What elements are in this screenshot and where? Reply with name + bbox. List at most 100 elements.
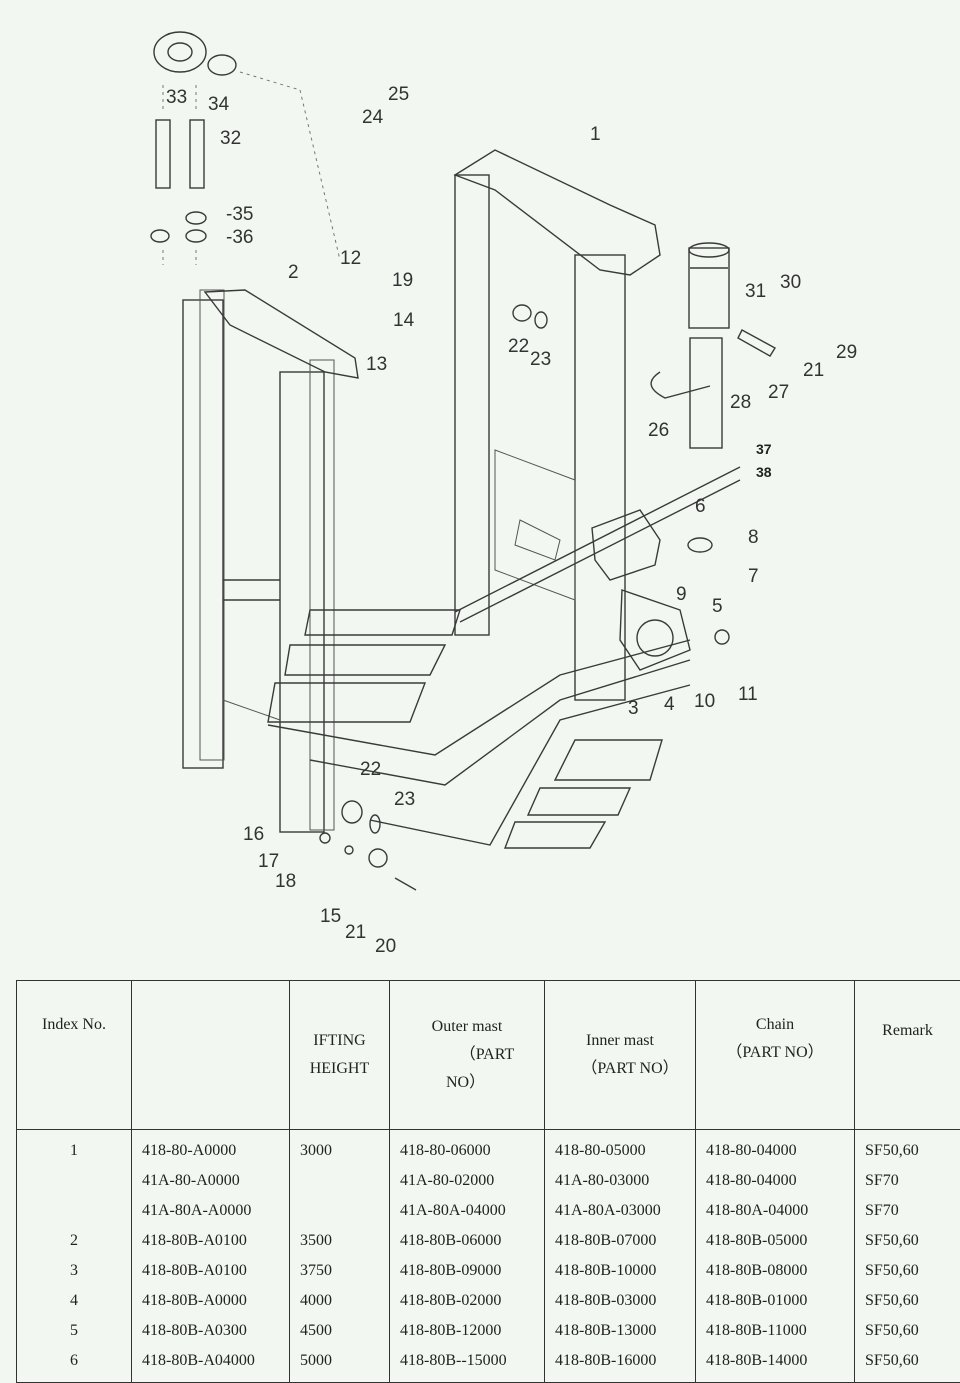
callout-21-right: 21	[803, 360, 824, 381]
callout-26: 26	[648, 420, 669, 441]
cell-lifting-height: 4000	[290, 1286, 390, 1316]
cell-outer-mast: 418-80B-06000	[390, 1226, 545, 1256]
lift-cylinder-drawing	[651, 243, 775, 448]
cell-remark: SF50,60	[855, 1346, 960, 1383]
callout-12: 12	[340, 248, 361, 269]
callout-32: 32	[220, 128, 241, 149]
parts-table: Index No. IFTING HEIGHT Outer mast （PART…	[16, 980, 960, 1383]
cell-outer-mast: 418-80B--15000	[390, 1346, 545, 1383]
header-index: Index No.	[17, 981, 132, 1130]
callout-5: 5	[712, 596, 723, 617]
cell-inner-mast: 41A-80-03000	[545, 1166, 696, 1196]
callout-33: 33	[166, 87, 187, 108]
callout-15: 15	[320, 906, 341, 927]
cell-model: 418-80B-A0100	[132, 1226, 290, 1256]
cell-lifting-height: 3000	[290, 1130, 390, 1167]
header-chain: Chain （PART NO）	[696, 981, 855, 1130]
callout-22-upper: 22	[508, 336, 529, 357]
chain-bracket-drawing	[592, 510, 729, 670]
cell-inner-mast: 418-80B-16000	[545, 1346, 696, 1383]
cell-remark: SF50,60	[855, 1286, 960, 1316]
callout-23-upper: 23	[530, 349, 551, 370]
cell-index: 3	[17, 1256, 132, 1286]
cell-inner-mast: 418-80-05000	[545, 1130, 696, 1167]
cell-lifting-height: 4500	[290, 1316, 390, 1346]
cell-outer-mast: 418-80B-02000	[390, 1286, 545, 1316]
cell-inner-mast: 418-80B-03000	[545, 1286, 696, 1316]
cell-model: 418-80B-A04000	[132, 1346, 290, 1383]
header-model	[132, 981, 290, 1130]
callout-21-bottom: 21	[345, 922, 366, 943]
cell-lifting-height	[290, 1196, 390, 1226]
cell-model: 418-80B-A0300	[132, 1316, 290, 1346]
cell-remark: SF50,60	[855, 1256, 960, 1286]
cell-remark: SF50,60	[855, 1316, 960, 1346]
callout-30: 30	[780, 272, 801, 293]
callout-16: 16	[243, 824, 264, 845]
cell-inner-mast: 41A-80A-03000	[545, 1196, 696, 1226]
exploded-mast-diagram: 1 2 3 4 5 6 7 8 9 10 11 12 13 14 15 16 1…	[0, 0, 960, 975]
callout-28: 28	[730, 392, 751, 413]
cell-index: 6	[17, 1346, 132, 1383]
cell-chain: 418-80-04000	[696, 1130, 855, 1167]
cell-index	[17, 1166, 132, 1196]
cell-index: 2	[17, 1226, 132, 1256]
cell-index: 4	[17, 1286, 132, 1316]
cell-lifting-height	[290, 1166, 390, 1196]
chain-outline-drawing	[268, 467, 740, 848]
cell-remark: SF70	[855, 1166, 960, 1196]
cell-remark: SF50,60	[855, 1130, 960, 1167]
cell-outer-mast: 418-80B-09000	[390, 1256, 545, 1286]
cell-chain: 418-80A-04000	[696, 1196, 855, 1226]
cell-model: 418-80B-A0000	[132, 1286, 290, 1316]
callout-2: 2	[288, 262, 299, 283]
callout-10: 10	[694, 691, 715, 712]
callout-4: 4	[664, 694, 675, 715]
header-inner-mast: Inner mast （PART NO）	[545, 981, 696, 1130]
cell-lifting-height: 5000	[290, 1346, 390, 1383]
callout-35: -35	[226, 204, 253, 225]
callout-9: 9	[676, 584, 687, 605]
header-outer-mast: Outer mast （PART NO）	[390, 981, 545, 1130]
callout-13: 13	[366, 354, 387, 375]
callout-37: 37	[756, 441, 772, 457]
cell-model: 41A-80A-A0000	[132, 1196, 290, 1226]
cell-inner-mast: 418-80B-13000	[545, 1316, 696, 1346]
callout-25: 25	[388, 84, 409, 105]
callout-8: 8	[748, 527, 759, 548]
callout-11: 11	[738, 684, 758, 705]
cell-lifting-height: 3500	[290, 1226, 390, 1256]
callout-29: 29	[836, 342, 857, 363]
cell-outer-mast: 418-80-06000	[390, 1130, 545, 1167]
table-header-row: Index No. IFTING HEIGHT Outer mast （PART…	[17, 981, 960, 1130]
cell-index: 5	[17, 1316, 132, 1346]
header-lifting-height: IFTING HEIGHT	[290, 981, 390, 1130]
callout-1: 1	[590, 124, 601, 145]
cell-inner-mast: 418-80B-10000	[545, 1256, 696, 1286]
cell-chain: 418-80B-01000	[696, 1286, 855, 1316]
cell-chain: 418-80B-08000	[696, 1256, 855, 1286]
cell-chain: 418-80B-05000	[696, 1226, 855, 1256]
part-callouts: 1 2 3 4 5 6 7 8 9 10 11 12 13 14 15 16 1…	[166, 84, 857, 957]
callout-36: -36	[226, 227, 253, 248]
cell-outer-mast: 41A-80A-04000	[390, 1196, 545, 1226]
cell-model: 418-80-A0000	[132, 1130, 290, 1167]
cell-index: 1	[17, 1130, 132, 1167]
cell-chain: 418-80-04000	[696, 1166, 855, 1196]
cell-outer-mast: 418-80B-12000	[390, 1316, 545, 1346]
inner-mast-drawing	[455, 150, 660, 700]
callout-27: 27	[768, 382, 789, 403]
cell-inner-mast: 418-80B-07000	[545, 1226, 696, 1256]
callout-18: 18	[275, 871, 296, 892]
callout-38: 38	[756, 464, 772, 480]
cell-outer-mast: 41A-80-02000	[390, 1166, 545, 1196]
cell-model: 41A-80-A0000	[132, 1166, 290, 1196]
callout-7: 7	[748, 566, 759, 587]
